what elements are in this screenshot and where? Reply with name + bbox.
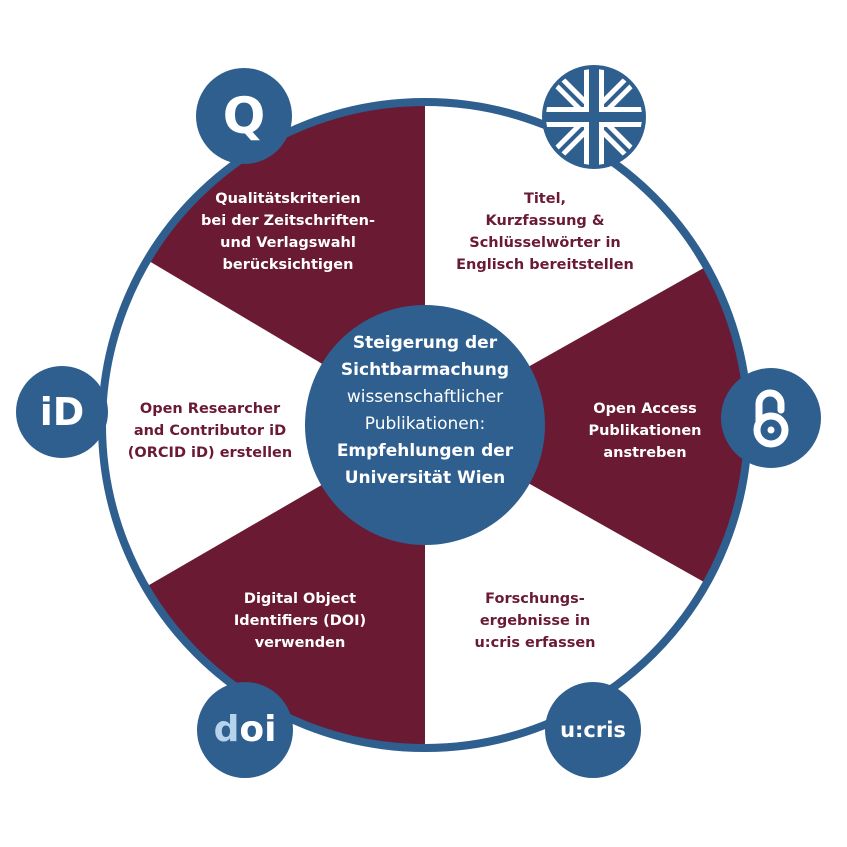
segment-ucris-text: Forschungs- ergebnisse in u:cris erfasse…: [474, 591, 596, 651]
segment-openaccess-text: Open Access Publikationen anstreben: [588, 401, 702, 461]
uk-flag-icon: [542, 65, 646, 169]
center-circle: [305, 305, 545, 545]
segment-orcid-bg: [104, 225, 425, 625]
orcid-icon: iD: [39, 390, 85, 434]
center-title: Steigerung der Sichtbarmachung wissensch…: [323, 330, 527, 492]
center-title-normal: wissenschaftlicher Publikationen:: [346, 387, 504, 434]
q-badge: [196, 68, 292, 164]
doi-icon-d: d: [213, 709, 240, 750]
center-title-bold-top: Steigerung der Sichtbarmachung: [340, 333, 510, 380]
segment-english-text: Titel, Kurzfassung & Schlüsselwörter in …: [456, 191, 634, 273]
doi-icon: doi: [205, 706, 285, 754]
doi-badge: [197, 682, 293, 778]
orcid-badge: [16, 366, 108, 458]
q-icon: Q: [222, 87, 266, 145]
segment-quality-text: Qualitätskriterien bei der Zeitschriften…: [201, 191, 375, 273]
segment-doi-text: Digital Object Identifiers (DOI) verwend…: [233, 591, 367, 651]
segment-orcid-text: Open Researcher and Contributor iD (ORCI…: [127, 401, 293, 461]
open-access-icon: [721, 368, 821, 468]
ucris-badge: [545, 682, 641, 778]
ucris-icon: u:cris: [560, 718, 626, 742]
center-title-bold-bottom: Empfehlungen der Universität Wien: [336, 441, 514, 488]
segment-openaccess-bg: [425, 225, 746, 625]
doi-icon-oi: oi: [239, 709, 277, 750]
